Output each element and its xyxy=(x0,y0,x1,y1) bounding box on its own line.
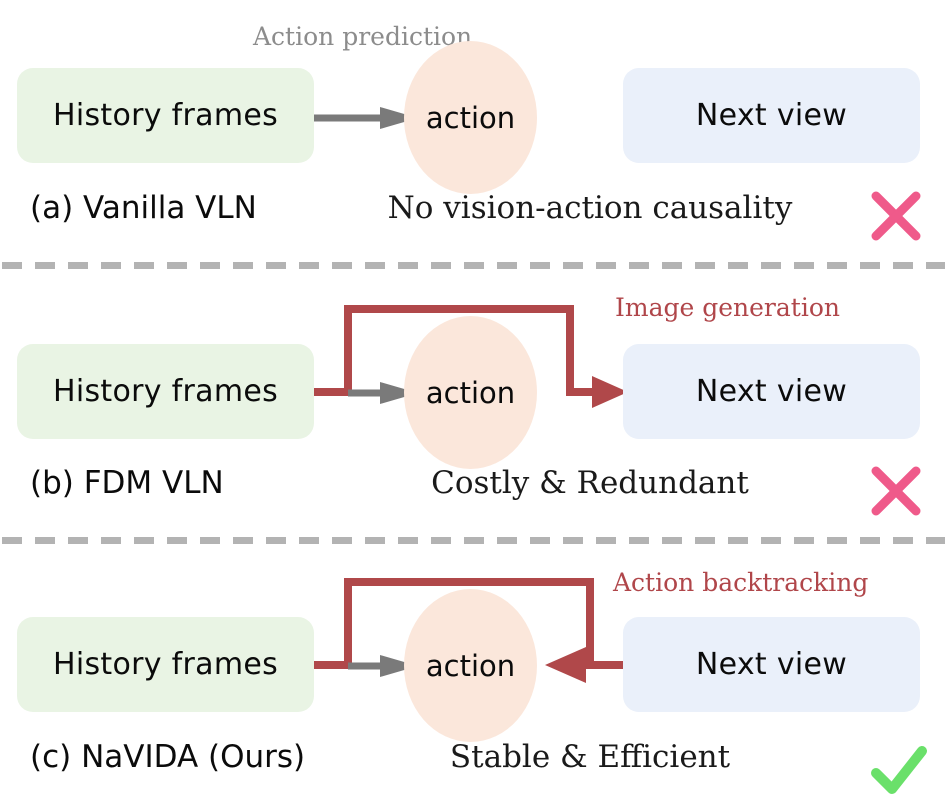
panel-c-action-node[interactable]: action xyxy=(404,589,537,742)
panel-a-action-label: action xyxy=(425,100,516,135)
divider-b-c xyxy=(2,537,945,544)
panel-c-nextview-box[interactable]: Next view xyxy=(623,617,920,712)
panel-c-caption-left: (c) NaVIDA (Ours) xyxy=(30,739,306,775)
panel-b-annotation: Image generation xyxy=(615,293,840,322)
panel-c-history-label: History frames xyxy=(52,647,279,682)
cross-mark-icon xyxy=(871,191,921,241)
panel-b-action-label: action xyxy=(425,375,516,410)
panel-a-caption-left: (a) Vanilla VLN xyxy=(30,190,257,226)
panel-c-annotation: Action backtracking xyxy=(613,568,869,597)
panel-b-nextview-box[interactable]: Next view xyxy=(623,344,920,439)
panel-b-history-label: History frames xyxy=(52,374,279,409)
panel-b: Image generation History frames action N… xyxy=(0,275,947,540)
divider-a-b xyxy=(2,262,945,269)
panel-a-action-node[interactable]: action xyxy=(404,41,537,194)
panel-a-nextview-label: Next view xyxy=(695,98,848,133)
panel-c-history-box[interactable]: History frames xyxy=(17,617,314,712)
panel-a-history-label: History frames xyxy=(52,98,279,133)
cross-mark-icon xyxy=(871,466,921,516)
panel-c-gray-arrow xyxy=(348,655,418,677)
panel-a-caption-middle: No vision-action causality xyxy=(387,190,793,226)
panel-b-caption-middle: Costly & Redundant xyxy=(431,465,749,501)
panel-b-action-node[interactable]: action xyxy=(404,316,537,469)
panel-a-history-box[interactable]: History frames xyxy=(17,68,314,163)
panel-a-gray-arrow xyxy=(314,107,418,129)
panel-b-history-box[interactable]: History frames xyxy=(17,344,314,439)
panel-c-action-label: action xyxy=(425,648,516,683)
panel-a: Action prediction History frames action … xyxy=(0,0,947,265)
panel-c-caption-middle: Stable & Efficient xyxy=(449,739,731,775)
panel-c-nextview-label: Next view xyxy=(695,647,848,682)
panel-c: Action backtracking History frames actio… xyxy=(0,549,947,799)
panel-a-nextview-box[interactable]: Next view xyxy=(623,68,920,163)
panel-b-nextview-label: Next view xyxy=(695,374,848,409)
panel-a-annotation: Action prediction xyxy=(253,22,473,51)
panel-b-caption-left: (b) FDM VLN xyxy=(30,465,224,501)
check-mark-icon xyxy=(871,746,927,794)
panel-b-gray-arrow xyxy=(348,382,418,404)
